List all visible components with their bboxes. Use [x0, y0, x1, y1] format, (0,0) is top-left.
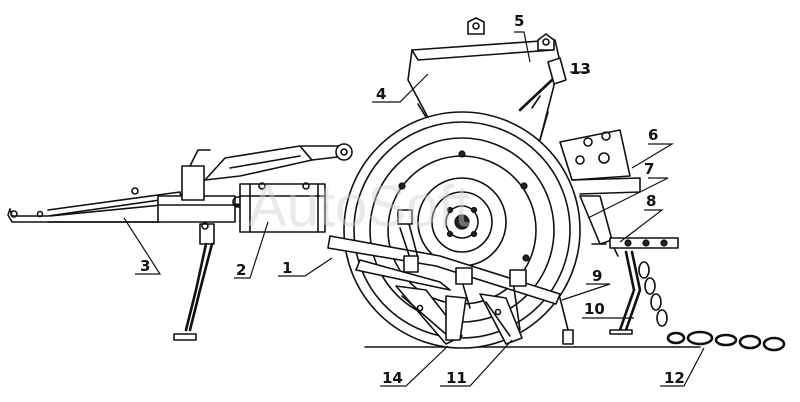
callout-5: 5 — [514, 12, 524, 30]
leader-lines — [123, 31, 705, 387]
side-box — [559, 129, 641, 195]
callout-6: 6 — [648, 126, 658, 144]
callout-1: 1 — [282, 259, 292, 277]
callout-10: 10 — [584, 300, 605, 318]
coulter-openers — [395, 285, 523, 345]
chain — [638, 261, 786, 352]
callouts: 1 2 3 4 5 6 7 8 9 10 11 12 13 14 — [140, 12, 685, 387]
callout-8: 8 — [646, 192, 656, 210]
callout-3: 3 — [140, 257, 150, 275]
front-stand-leg — [173, 222, 215, 341]
callout-7: 7 — [644, 160, 654, 178]
rear-arm — [579, 195, 679, 257]
frame — [239, 182, 326, 233]
hydraulic-cylinder — [204, 143, 353, 208]
callout-12: 12 — [664, 369, 685, 387]
callout-9: 9 — [592, 267, 602, 285]
callout-11: 11 — [446, 369, 467, 387]
watermark: AutoSoft — [248, 174, 470, 239]
coulter-beams — [327, 209, 561, 331]
callout-2: 2 — [236, 261, 246, 279]
chain-drag — [559, 297, 574, 345]
callout-13: 13 — [570, 60, 591, 78]
callout-14: 14 — [382, 369, 403, 387]
rear-stand — [609, 250, 642, 335]
callout-4: 4 — [376, 85, 386, 103]
seed-tube — [518, 57, 567, 112]
